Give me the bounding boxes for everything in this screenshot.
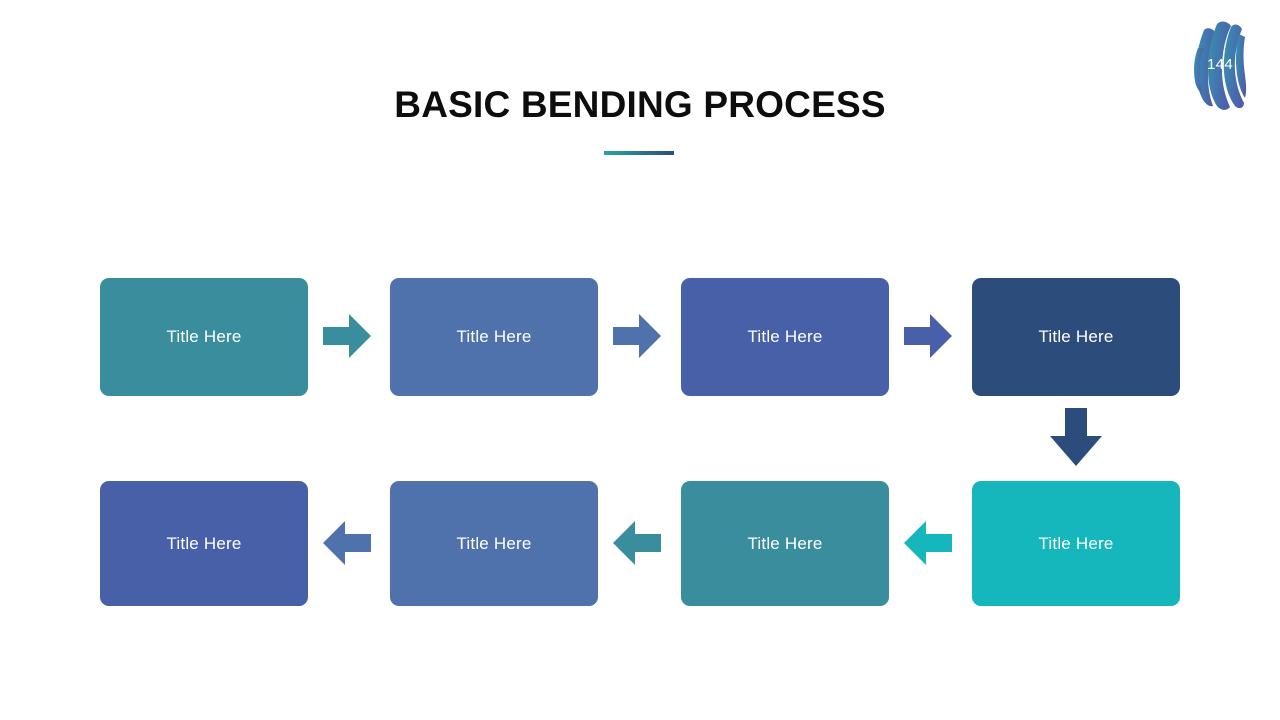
arrow-left-icon-1	[323, 521, 371, 565]
process-box-label: Title Here	[166, 533, 242, 553]
process-box-label: Title Here	[1038, 327, 1114, 346]
arrow-down-icon	[1050, 408, 1102, 466]
process-box-label: Title Here	[456, 533, 532, 553]
process-box-label: Title Here	[747, 533, 823, 553]
arrow-left-icon-2	[613, 521, 661, 565]
brush-stroke-icon	[1194, 21, 1247, 110]
process-box-6[interactable]: Title Here	[681, 481, 889, 606]
process-box-label: Title Here	[747, 327, 823, 346]
process-box-5[interactable]: Title Here	[972, 481, 1180, 606]
process-box-label: Title Here	[166, 327, 242, 346]
process-box-3[interactable]: Title Here	[681, 278, 889, 396]
arrow-right-icon-1	[323, 314, 371, 358]
process-box-label: Title Here	[1038, 533, 1114, 553]
arrow-right-icon-3	[904, 314, 952, 358]
process-box-2[interactable]: Title Here	[390, 278, 598, 396]
arrow-left-icon-3	[904, 521, 952, 565]
arrow-right-icon-2	[613, 314, 661, 358]
process-box-1[interactable]: Title Here	[100, 278, 308, 396]
process-box-4[interactable]: Title Here	[972, 278, 1180, 396]
process-box-7[interactable]: Title Here	[390, 481, 598, 606]
title-underline-divider	[604, 151, 674, 155]
process-box-8[interactable]: Title Here	[100, 481, 308, 606]
page-title: BASIC BENDING PROCESS	[394, 84, 886, 125]
process-box-label: Title Here	[456, 327, 532, 346]
page-number-badge: 144	[1184, 18, 1250, 110]
page-number-label: 144	[1207, 55, 1233, 73]
